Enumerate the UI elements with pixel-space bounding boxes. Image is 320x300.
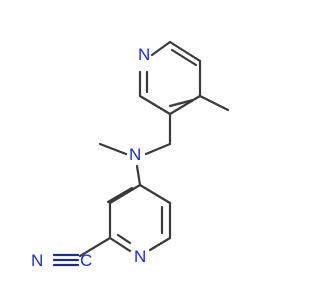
amine-n-label: N xyxy=(129,145,141,164)
bond-lines xyxy=(78,40,230,258)
bond-c8-n2 xyxy=(108,236,132,253)
atom-labels: N N N N C xyxy=(31,45,150,270)
nitrile-group xyxy=(52,253,80,267)
bond-c8-n2-double xyxy=(116,233,132,245)
molecule-structure: N N N N C xyxy=(31,40,230,270)
bond-c3-c4-double xyxy=(168,98,195,108)
pyridine-top-n-label: N xyxy=(138,45,150,64)
nitrile-n-label: N xyxy=(31,251,43,270)
bond-c10-n2 xyxy=(148,236,172,252)
bond-c1-c2 xyxy=(168,40,202,63)
bond-c6-c9 xyxy=(138,183,172,205)
bond-c4-c5 xyxy=(138,94,172,116)
bond-n-c6 xyxy=(135,164,142,187)
bond-n-methyl xyxy=(98,142,128,156)
bond-n-c1 xyxy=(150,40,172,57)
bond-c8-cn xyxy=(78,236,112,258)
structure-canvas: N N N N C xyxy=(31,40,230,270)
bond-c6-c7-double xyxy=(106,186,134,204)
bond-ch2-n xyxy=(144,142,172,156)
bond-c1-c2-double xyxy=(170,48,198,67)
bond-c3-c4 xyxy=(168,94,202,116)
pyridine-bottom-n-label: N xyxy=(134,247,146,266)
nitrile-c-label: C xyxy=(80,251,92,270)
bond-c6-c7 xyxy=(108,183,142,205)
bond-c3-methyl xyxy=(198,94,230,112)
